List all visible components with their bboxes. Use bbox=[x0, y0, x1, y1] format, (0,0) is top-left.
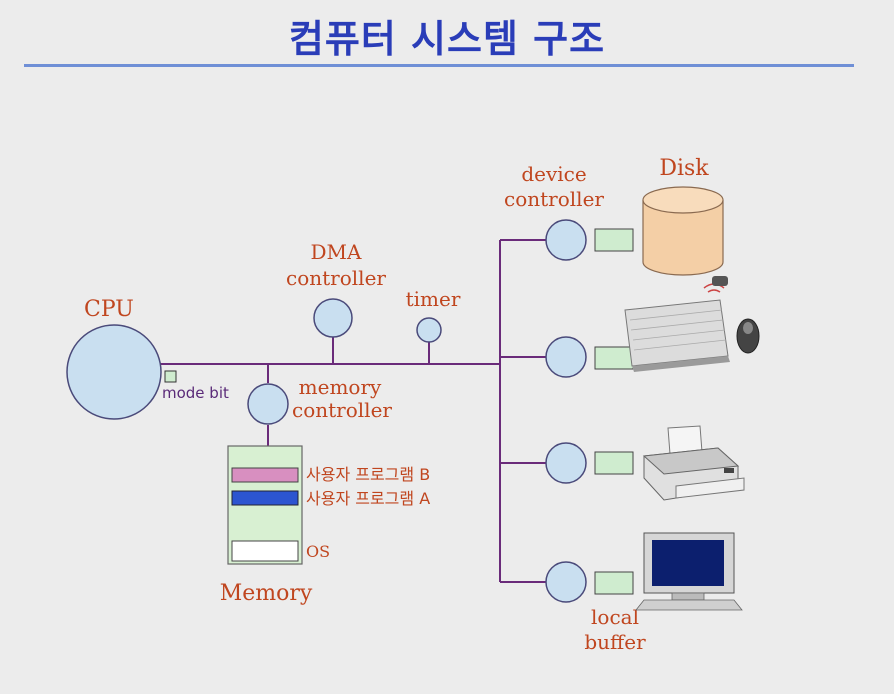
local-buffer-keyboard bbox=[594, 346, 634, 370]
program-a-region bbox=[231, 490, 299, 506]
device-ctrl-label-line2: controller bbox=[504, 187, 604, 211]
device-controller-disk bbox=[545, 219, 587, 261]
local-buffer-label-line2: buffer bbox=[584, 630, 646, 654]
program-b-label: 사용자 프로그램 B bbox=[306, 465, 430, 484]
timer-node bbox=[416, 317, 442, 343]
disk-device bbox=[642, 186, 724, 276]
disk-label: Disk bbox=[659, 156, 709, 181]
device-ctrl-label-line1: device bbox=[521, 162, 586, 186]
device-controller-keyboard bbox=[545, 336, 587, 378]
mem-ctrl-label-line2: controller bbox=[292, 398, 392, 422]
system-bus bbox=[160, 239, 546, 583]
monitor-device bbox=[635, 532, 743, 611]
mem-ctrl-label-line1: memory bbox=[299, 375, 382, 399]
local-buffer-disk bbox=[594, 228, 634, 252]
dma-controller-node bbox=[313, 298, 353, 338]
os-label: OS bbox=[306, 542, 330, 561]
memory-controller-node bbox=[247, 383, 289, 425]
program-a-label: 사용자 프로그램 A bbox=[306, 489, 430, 508]
cpu-label: CPU bbox=[84, 297, 134, 322]
timer-label: timer bbox=[406, 287, 461, 311]
keyboard-mouse-device bbox=[624, 276, 760, 372]
mode-bit-box bbox=[164, 370, 177, 383]
program-b-region bbox=[231, 467, 299, 483]
title-underline bbox=[24, 64, 854, 67]
page-title: 컴퓨터 시스템 구조 bbox=[288, 17, 606, 61]
device-controller-monitor bbox=[545, 561, 587, 603]
local-buffer-printer bbox=[594, 451, 634, 475]
printer-device bbox=[642, 425, 745, 501]
mode-bit-label: mode bit bbox=[162, 384, 229, 402]
os-region bbox=[231, 540, 299, 562]
local-buffer-monitor bbox=[594, 571, 634, 595]
memory-label: Memory bbox=[220, 581, 313, 606]
local-buffer-label-line1: local bbox=[591, 605, 639, 629]
cpu-node bbox=[66, 324, 162, 420]
device-controller-printer bbox=[545, 442, 587, 484]
dma-label-line2: controller bbox=[286, 266, 386, 290]
dma-label-line1: DMA bbox=[311, 240, 363, 264]
